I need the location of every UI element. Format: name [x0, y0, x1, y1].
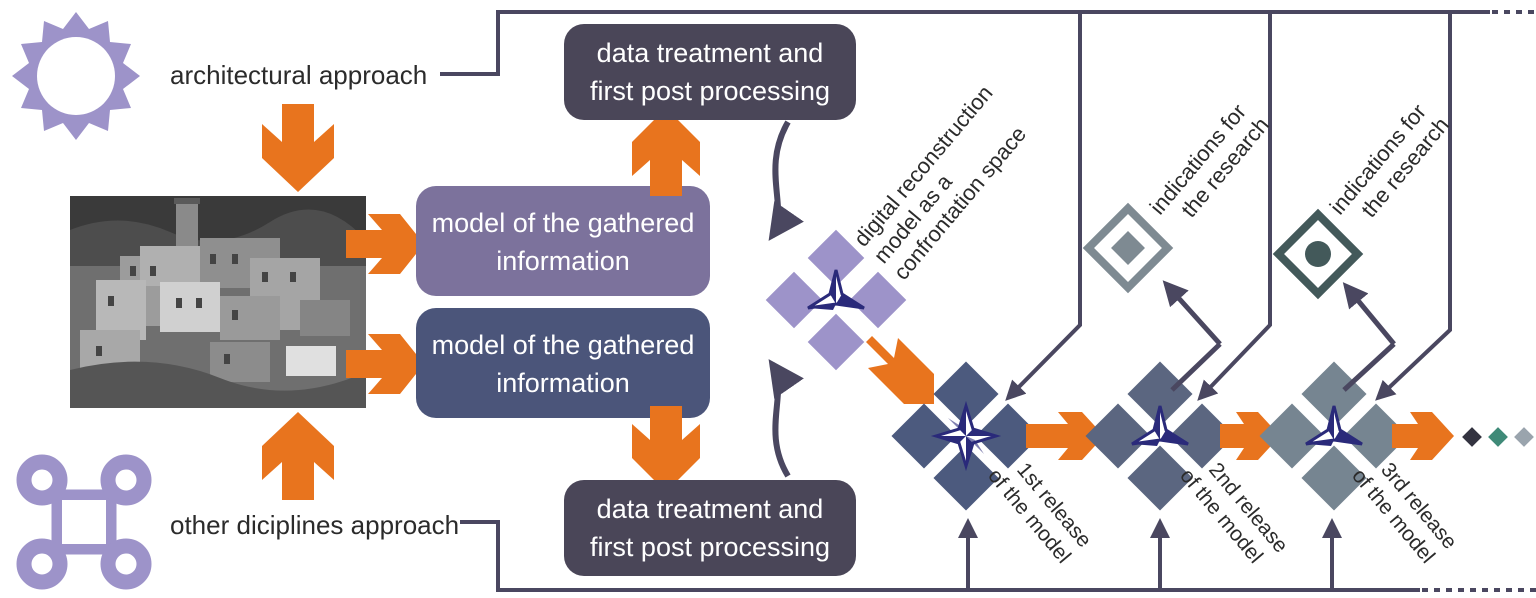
indication-1-label: indications for the research [1145, 99, 1274, 222]
arrow-model-to-treatment-bottom [632, 406, 700, 492]
continuation-diamonds [1462, 427, 1534, 447]
star-icon [934, 404, 998, 468]
indication-2-icon [1272, 208, 1364, 300]
command-icon [16, 454, 152, 590]
release-1 [891, 361, 1041, 511]
release-2 [1085, 361, 1235, 511]
arrow-release-2-to-3 [1220, 412, 1280, 460]
arrow-indication-2 [1342, 282, 1396, 346]
arrow-to-release-1 [866, 336, 934, 404]
treatment-top-line1: data treatment and [597, 38, 824, 68]
arrow-photo-to-model-bottom [346, 334, 424, 394]
indication-2-label: indications for the research [1325, 99, 1454, 222]
model-top-line1: model of the gathered [432, 208, 695, 238]
model-box-bottom: model of the gathered information [416, 308, 710, 418]
treatment-box-bottom: data treatment and first post processing [564, 480, 856, 576]
arrow-indication-1 [1162, 280, 1222, 346]
indication-1-icon [1082, 202, 1174, 294]
arrow-model-to-treatment-top [632, 108, 700, 196]
arrow-down-to-photo [262, 104, 334, 192]
arrow-release-3-to-indication [1342, 342, 1396, 392]
arrow-release-1-to-2 [1026, 412, 1104, 460]
bottom-frame-line [460, 520, 1536, 592]
model-bottom-line1: model of the gathered [432, 330, 695, 360]
release-2-label: 2nd release of the model [1175, 458, 1292, 567]
bottom-feed-arrows [958, 518, 1342, 590]
release-3-label: 3rd release of the model [1347, 458, 1461, 567]
arrow-release-2-to-indication [1170, 342, 1222, 392]
arrow-release-3-onward [1392, 412, 1454, 460]
sun-icon [12, 12, 140, 140]
architectural-approach-label: architectural approach [170, 60, 427, 90]
treatment-top-line2: first post processing [590, 76, 830, 106]
curve-treatment-bottom-to-model [768, 359, 804, 478]
model-top-line2: information [496, 246, 630, 276]
other-disciplines-label: other diciplines approach [170, 510, 459, 540]
arrow-up-to-photo [262, 412, 334, 500]
release-3 [1259, 361, 1409, 511]
top-feed-arrows [1005, 12, 1452, 401]
model-box-top: model of the gathered information [416, 186, 710, 296]
model-bottom-line2: information [496, 368, 630, 398]
treatment-box-top: data treatment and first post processing [564, 24, 856, 120]
confrontation-label: digital reconstruction model as a confro… [849, 81, 1031, 285]
curve-treatment-top-to-model [768, 120, 804, 241]
release-1-label: 1st release of the model [983, 458, 1096, 567]
top-frame-line [440, 10, 1536, 76]
treatment-bottom-line2: first post processing [590, 532, 830, 562]
command-icon-center [62, 500, 106, 544]
arrow-photo-to-model-top [346, 214, 424, 274]
treatment-bottom-line1: data treatment and [597, 494, 824, 524]
village-photo [70, 196, 366, 408]
star-icon [806, 268, 866, 312]
